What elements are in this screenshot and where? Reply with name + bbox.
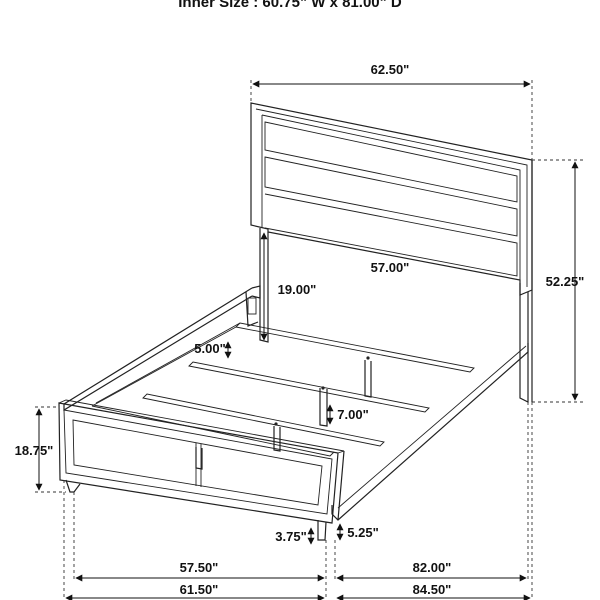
foot-leg-height-label: 3.75" <box>275 529 306 544</box>
footboard-inner-width-label: 57.50" <box>180 560 219 575</box>
rail-height-label: 5.00" <box>194 341 225 356</box>
side-rails <box>63 285 529 521</box>
headboard-panel-height-label: 19.00" <box>278 282 317 297</box>
headboard-height-label: 52.25" <box>546 274 585 289</box>
inner-length-label: 82.00" <box>413 560 452 575</box>
title: Inner Size : 60.75" W x 81.00" D <box>178 0 402 11</box>
footboard-outer-width-label: 61.50" <box>180 582 219 597</box>
headboard-width-label: 62.50" <box>371 62 410 77</box>
headboard <box>250 102 533 403</box>
dimension-lines <box>35 80 585 600</box>
footboard-height-label: 18.75" <box>15 443 54 458</box>
footboard <box>58 399 345 541</box>
slats <box>91 322 475 470</box>
dimension-labels: 62.50" 52.25" 57.00" 19.00" 5.00" 7.00" … <box>15 62 585 597</box>
side-leg-height-label: 5.25" <box>347 525 378 540</box>
inner-width-label: 57.00" <box>371 260 410 275</box>
center-leg-height-label: 7.00" <box>337 407 368 422</box>
outer-length-label: 84.50" <box>413 582 452 597</box>
